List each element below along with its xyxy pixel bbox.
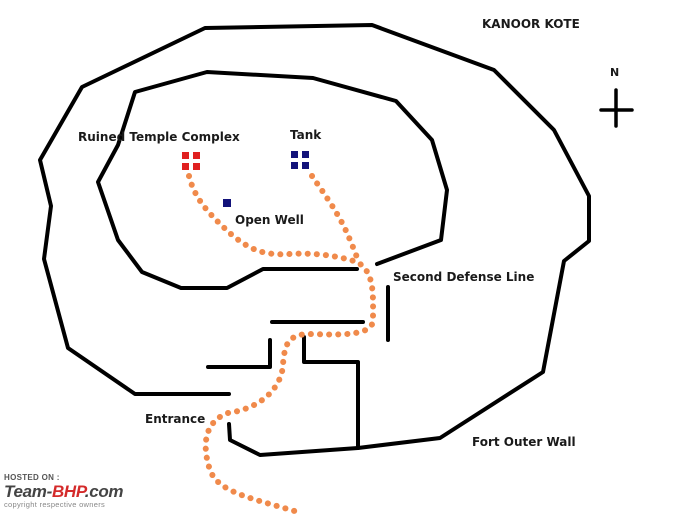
label-outer-wall: Fort Outer Wall [472,435,576,449]
watermark-brand: Team-BHP.com [4,482,124,501]
watermark-copyright: copyright respective owners [4,500,106,509]
watermark-brand-highlight: BHP [51,482,85,501]
watermark-brand-left: Team- [4,482,52,501]
tank-marker [291,151,309,169]
north-label: N [610,66,620,79]
watermark-hosted: HOSTED ON : [4,473,60,482]
second-defense-wall-c [206,338,272,369]
north-arrow-icon [599,88,634,128]
label-well: Open Well [235,213,304,227]
well-marker [223,199,231,207]
inner-defense-wall [96,70,449,290]
label-temple: Ruined Temple Complex [78,130,240,144]
watermark-brand-right: .com [84,482,124,501]
label-entrance: Entrance [145,412,206,426]
walking-path [186,173,377,514]
second-defense-wall-d [302,335,360,450]
map-title: KANOOR KOTE [482,17,580,31]
label-tank: Tank [290,128,322,142]
walking-path-tank-branch [309,173,361,265]
watermark: HOSTED ON : Team-BHP.com copyright respe… [4,473,124,509]
fort-outer-wall [38,23,591,457]
label-second-defense: Second Defense Line [393,270,535,284]
temple-marker [182,152,200,170]
